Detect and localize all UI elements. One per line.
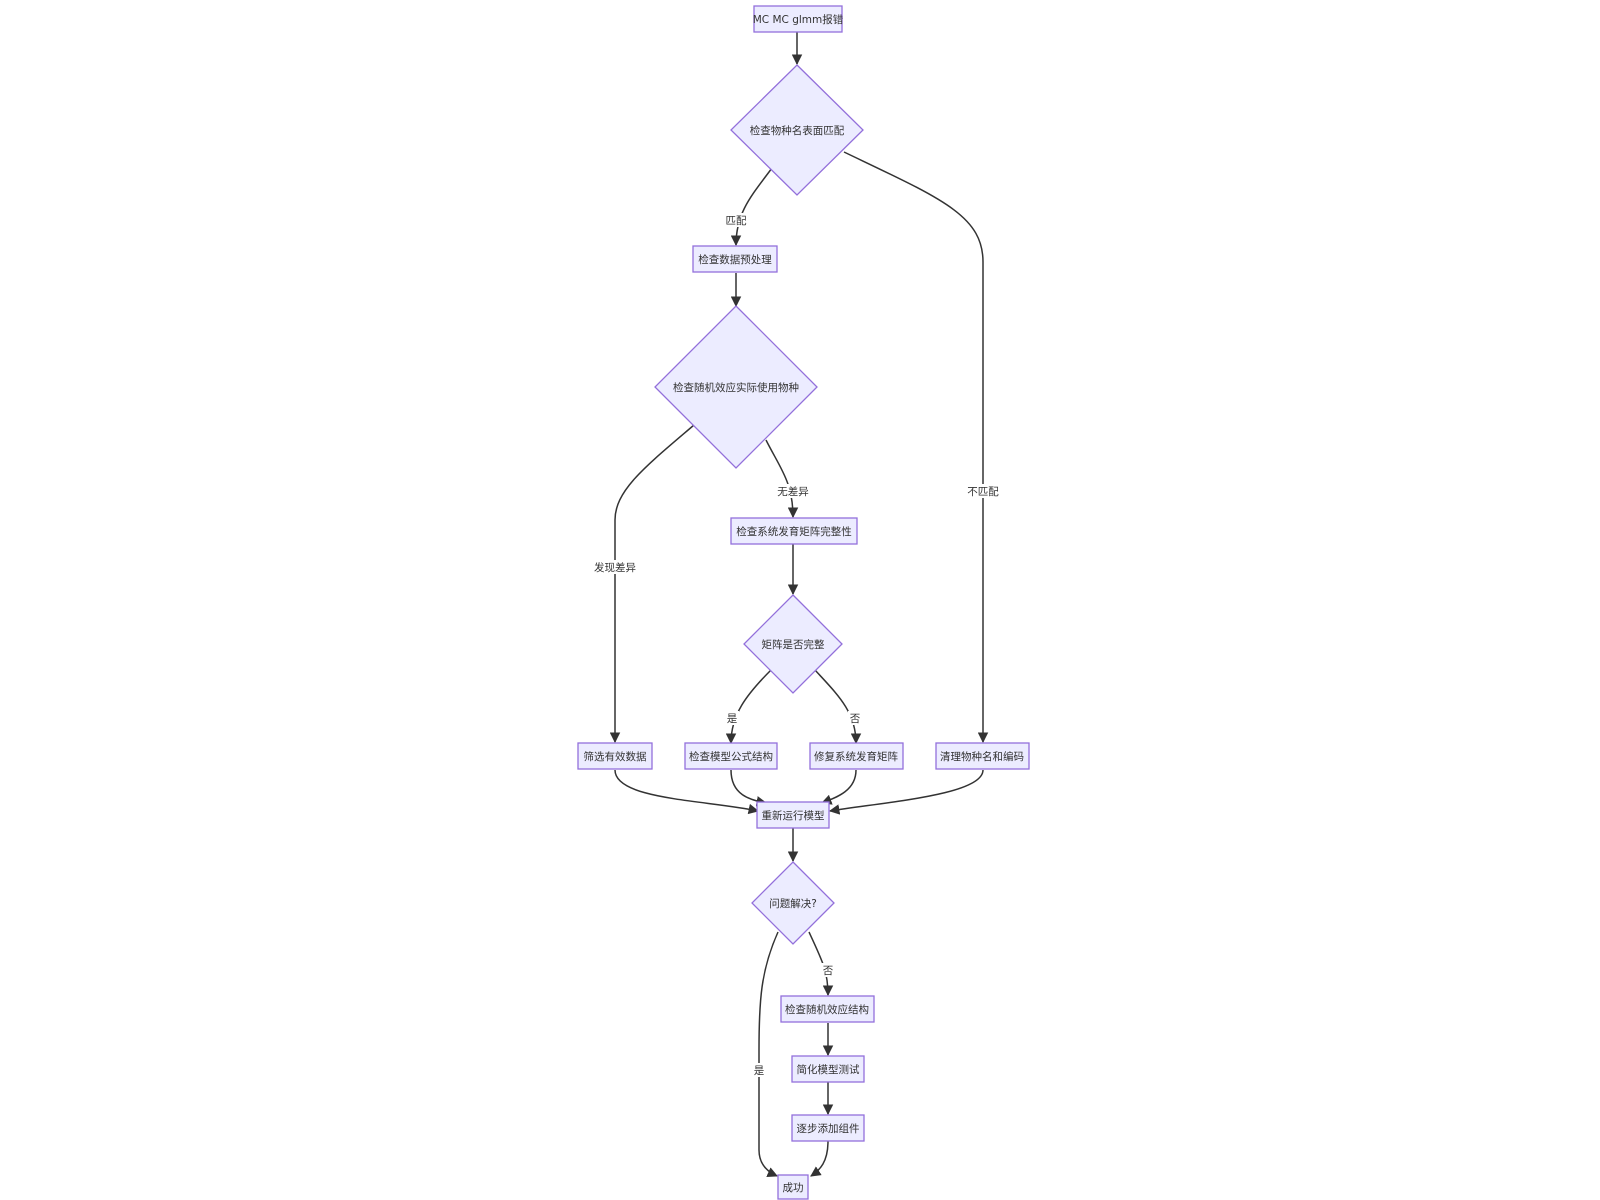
edge-check-names-to-clean-names (843, 151, 989, 744)
edge-label-no-match-text: 不匹配 (967, 486, 999, 498)
edge-matrix-complete-to-formula (725, 669, 772, 745)
node-add-components-label: 逐步添加组件 (797, 1122, 860, 1135)
node-start: MC MC glmm报错 (753, 5, 844, 33)
node-add-components: 逐步添加组件 (791, 1114, 865, 1142)
edges (609, 32, 989, 1177)
edge-check-names-to-preprocess (730, 167, 773, 247)
edge-add-components-to-success (810, 1140, 829, 1177)
edge-label-yes-1-text: 是 (727, 713, 738, 725)
node-clean-names-label: 清理物种名和编码 (940, 750, 1024, 763)
edge-filter-data-to-rerun (614, 769, 760, 815)
edge-label-no-2: 否 (821, 963, 835, 977)
node-simplify: 简化模型测试 (791, 1055, 865, 1083)
node-check-preprocess: 检查数据预处理 (692, 245, 778, 273)
node-check-phylo-matrix-label: 检查系统发育矩阵完整性 (736, 525, 852, 538)
node-matrix-complete-label: 矩阵是否完整 (762, 638, 825, 651)
edge-random-species-to-phylo-matrix (765, 439, 799, 519)
edge-label-no-diff-text: 无差异 (777, 485, 809, 498)
edge-label-no-2-text: 否 (823, 965, 834, 977)
edge-random-species-to-filter-data (609, 424, 695, 744)
node-simplify-label: 简化模型测试 (797, 1063, 860, 1076)
node-start-label: MC MC glmm报错 (753, 13, 844, 26)
edge-formula-to-rerun (730, 769, 768, 807)
node-rerun: 重新运行模型 (756, 801, 830, 829)
node-fix-matrix-label: 修复系统发育矩阵 (814, 750, 898, 763)
node-check-random-species-label: 检查随机效应实际使用物种 (673, 381, 799, 394)
edge-label-match-text: 匹配 (726, 215, 747, 227)
node-check-names-label: 检查物种名表面匹配 (750, 124, 845, 137)
edge-label-yes-2: 是 (752, 1063, 766, 1077)
node-solved-label: 问题解决? (769, 897, 817, 910)
node-check-random-structure: 检查随机效应结构 (780, 995, 875, 1023)
node-check-random-structure-label: 检查随机效应结构 (785, 1003, 869, 1016)
node-check-names: 检查物种名表面匹配 (730, 64, 864, 196)
edge-labels: 匹配 不匹配 无差异 发现差异 是 否 否 是 (591, 213, 1001, 1077)
node-fix-matrix: 修复系统发育矩阵 (809, 742, 904, 770)
node-matrix-complete: 矩阵是否完整 (743, 594, 843, 694)
node-solved: 问题解决? (751, 861, 835, 945)
nodes: MC MC glmm报错 检查物种名表面匹配 检查数据预处理 检查随机效应实际使… (577, 5, 1030, 1200)
node-filter-data: 筛选有效数据 (577, 742, 653, 770)
edge-label-yes-1: 是 (725, 711, 739, 725)
edge-fix-matrix-to-rerun (821, 769, 857, 805)
edge-label-no-1: 否 (848, 711, 862, 725)
edge-clean-names-to-rerun (828, 769, 984, 815)
edge-solved-to-success (758, 931, 779, 1177)
edge-label-no-match: 不匹配 (965, 484, 1001, 498)
node-check-preprocess-label: 检查数据预处理 (698, 253, 772, 266)
edge-label-diff-found-text: 发现差异 (594, 561, 636, 574)
node-check-formula: 检查模型公式结构 (684, 742, 778, 770)
node-clean-names: 清理物种名和编码 (935, 742, 1030, 770)
node-filter-data-label: 筛选有效数据 (584, 750, 647, 763)
edge-label-diff-found: 发现差异 (591, 560, 639, 574)
node-success: 成功 (777, 1174, 809, 1200)
edge-label-yes-2-text: 是 (754, 1065, 765, 1077)
edge-label-no-1-text: 否 (850, 713, 861, 725)
edge-label-no-diff: 无差异 (775, 484, 811, 498)
node-check-phylo-matrix: 检查系统发育矩阵完整性 (730, 517, 858, 545)
edge-matrix-complete-to-fix-matrix (814, 669, 862, 745)
edge-label-match: 匹配 (724, 213, 748, 227)
node-check-random-species: 检查随机效应实际使用物种 (654, 305, 818, 469)
node-success-label: 成功 (783, 1182, 804, 1194)
node-rerun-label: 重新运行模型 (762, 809, 825, 822)
node-check-formula-label: 检查模型公式结构 (689, 750, 773, 763)
